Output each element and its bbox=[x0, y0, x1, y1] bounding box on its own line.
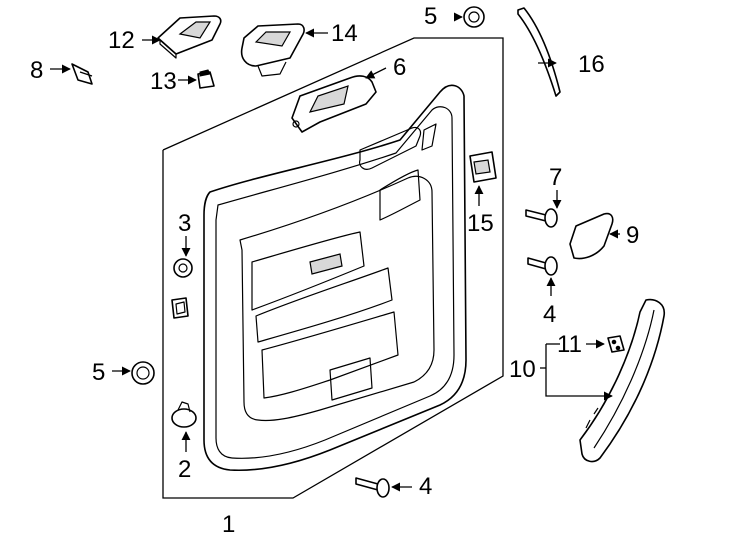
callout-10: 10 bbox=[509, 356, 536, 383]
callout-11: 11 bbox=[557, 331, 582, 358]
callout-16: 16 bbox=[578, 51, 605, 78]
callout-5-top: 5 bbox=[424, 3, 437, 30]
callout-6: 6 bbox=[393, 54, 406, 81]
callout-5-left: 5 bbox=[92, 359, 105, 386]
connector-part bbox=[469, 151, 497, 183]
plug-part-left bbox=[131, 361, 155, 385]
callout-2: 2 bbox=[178, 456, 191, 483]
clip-part-11 bbox=[607, 335, 625, 353]
trim-strip-part bbox=[517, 7, 561, 97]
plug-part-top bbox=[463, 6, 485, 28]
cover-part bbox=[569, 212, 614, 260]
screw-part-bottom bbox=[355, 477, 390, 498]
square-clip bbox=[171, 297, 189, 319]
callout-1: 1 bbox=[222, 511, 235, 538]
callout-3: 3 bbox=[178, 210, 191, 237]
callout-9: 9 bbox=[626, 222, 639, 249]
leader-arrows bbox=[50, 12, 620, 492]
callout-12: 12 bbox=[108, 27, 135, 54]
switch-bezel-part bbox=[157, 15, 222, 59]
screw-part-7 bbox=[525, 208, 558, 228]
pillar-trim-part bbox=[579, 298, 666, 463]
window-switch-part bbox=[240, 23, 305, 77]
callout-13: 13 bbox=[150, 68, 177, 95]
push-retainer-part bbox=[171, 401, 197, 428]
small-clip-part bbox=[197, 69, 215, 89]
screw-part-right bbox=[527, 256, 558, 276]
callout-7: 7 bbox=[549, 164, 562, 191]
callout-labels: 1 2 3 4 4 5 5 6 7 8 9 10 11 12 13 14 15 … bbox=[30, 3, 639, 538]
callout-15: 15 bbox=[467, 210, 494, 237]
push-pin-part bbox=[71, 63, 93, 85]
callout-8: 8 bbox=[30, 57, 43, 84]
switch-bracket-part bbox=[291, 75, 377, 133]
door-trim-panel bbox=[203, 84, 467, 472]
retainer-part bbox=[173, 258, 193, 278]
callout-4-right: 4 bbox=[543, 301, 556, 328]
assembly-frame bbox=[162, 37, 504, 499]
callout-14: 14 bbox=[331, 20, 358, 47]
callout-4-bottom: 4 bbox=[419, 473, 432, 500]
